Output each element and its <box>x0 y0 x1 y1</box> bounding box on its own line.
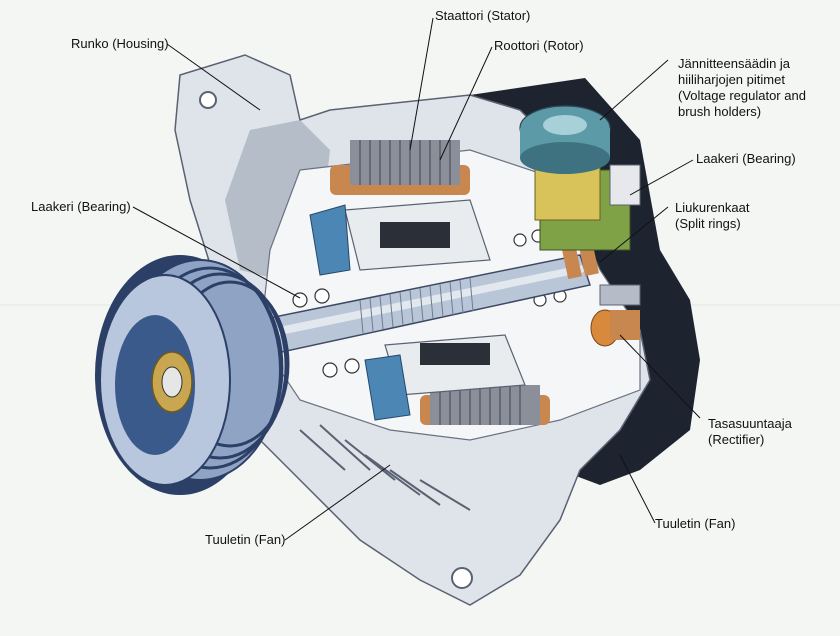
shaft-highlight <box>240 265 584 343</box>
label-split-rings: Liukurenkaat (Split rings) <box>675 200 749 232</box>
fan-fins <box>299 424 471 511</box>
label-voltage-regulator-line-4: brush holders) <box>678 104 762 119</box>
label-rectifier: Tasasuuntaaja (Rectifier) <box>708 416 792 448</box>
stator-windings-top <box>330 140 470 195</box>
label-housing: Runko (Housing) <box>71 36 169 51</box>
label-bearing-left: Laakeri (Bearing) <box>31 199 131 214</box>
rotor-core-bottom <box>420 343 490 365</box>
voltage-regulator <box>519 105 641 251</box>
mount-hole-top <box>199 91 217 109</box>
label-rotor: Roottori (Rotor) <box>494 38 584 53</box>
mount-hole-bottom <box>451 567 473 589</box>
label-split-rings-line-2: (Split rings) <box>675 216 741 231</box>
label-fan-right: Tuuletin (Fan) <box>655 516 736 531</box>
label-rectifier-line-1: Tasasuuntaaja <box>708 416 792 431</box>
leader-lines <box>132 17 701 541</box>
rectifier <box>590 284 641 347</box>
front-bearing <box>309 204 351 276</box>
label-voltage-regulator: Jännitteensäädin ja hiiliharjojen pitime… <box>678 56 806 120</box>
label-bearing-right: Laakeri (Bearing) <box>696 151 796 166</box>
split-rings <box>562 243 599 280</box>
pulley <box>95 255 290 495</box>
label-split-rings-line-1: Liukurenkaat <box>675 200 750 215</box>
label-voltage-regulator-line-2: hiiliharjojen pitimet <box>678 72 785 87</box>
label-fan-left: Tuuletin (Fan) <box>205 532 286 547</box>
rotor-core-top <box>380 222 450 248</box>
label-stator: Staattori (Stator) <box>435 8 531 23</box>
label-rectifier-line-2: (Rectifier) <box>708 432 765 447</box>
front-bearing-lower <box>364 354 411 421</box>
shaft-splines <box>359 277 474 334</box>
label-voltage-regulator-line-3: (Voltage regulator and <box>678 88 806 103</box>
label-voltage-regulator-line-1: Jännitteensäädin ja <box>678 56 791 71</box>
